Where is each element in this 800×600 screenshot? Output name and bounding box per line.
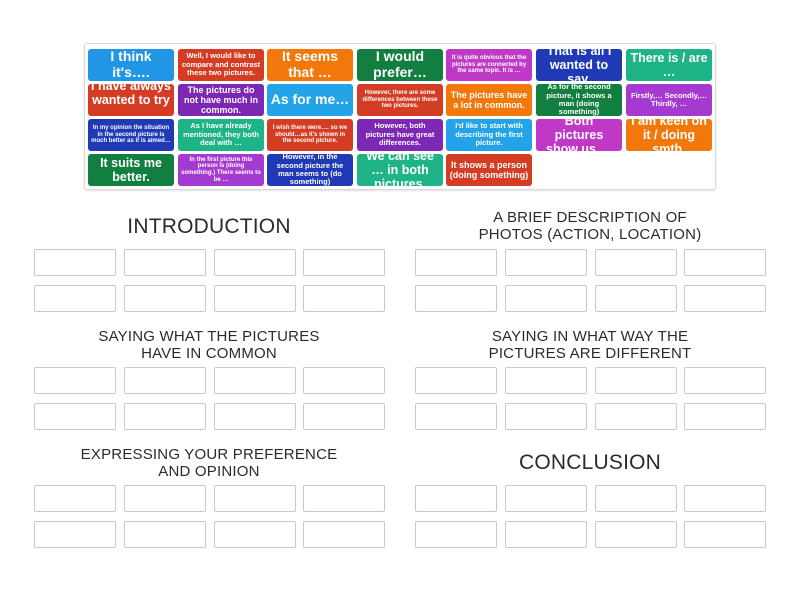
drop-slot[interactable] <box>505 285 587 312</box>
phrase-tile[interactable]: I have always wanted to try … <box>88 84 174 116</box>
phrase-tile[interactable]: However, both pictures have great differ… <box>357 119 443 151</box>
phrase-tile[interactable]: Firstly,… Secondly,… Thirdly, … <box>626 84 712 116</box>
drop-slot[interactable] <box>214 367 296 394</box>
group-heading: INTRODUCTION <box>127 215 291 238</box>
drop-slot[interactable] <box>303 249 385 276</box>
drop-slot[interactable] <box>505 403 587 430</box>
phrase-tile[interactable]: It is quite obvious that the pictures ar… <box>446 49 532 81</box>
phrase-tile[interactable]: As I have already mentioned, they both d… <box>178 119 264 151</box>
drop-slot[interactable] <box>505 367 587 394</box>
drop-slot[interactable] <box>595 249 677 276</box>
drop-slot[interactable] <box>124 285 206 312</box>
phrase-tile[interactable]: As for me… <box>267 84 353 116</box>
phrase-tile[interactable]: Both pictures show us … <box>536 119 622 151</box>
phrase-tile[interactable]: I am keen on it / doing smth. <box>626 119 712 151</box>
drop-slot[interactable] <box>303 285 385 312</box>
drop-slot[interactable] <box>34 367 116 394</box>
phrase-tile[interactable]: We can see … in both pictures. <box>357 154 443 186</box>
drop-slot[interactable] <box>415 367 497 394</box>
drop-slot[interactable] <box>303 521 385 548</box>
drop-slot[interactable] <box>303 403 385 430</box>
phrase-tile[interactable]: There is / are … <box>626 49 712 81</box>
drop-slot[interactable] <box>303 367 385 394</box>
drop-slot[interactable] <box>684 521 766 548</box>
phrase-tile[interactable]: In my opinion the situation in the secon… <box>88 119 174 151</box>
phrase-tile[interactable]: However, in the second picture the man s… <box>267 154 353 186</box>
drop-slot[interactable] <box>505 249 587 276</box>
drop-slot[interactable] <box>124 521 206 548</box>
drop-slot[interactable] <box>124 367 206 394</box>
drop-slot[interactable] <box>415 521 497 548</box>
group-heading: SAYING WHAT THE PICTURES HAVE IN COMMON <box>98 328 320 362</box>
phrase-tile[interactable]: The pictures do not have much in common. <box>178 84 264 116</box>
phrase-tile[interactable]: I think it's…. <box>88 49 174 81</box>
phrase-tile[interactable]: I wish there were…. so we should…as it's… <box>267 119 353 151</box>
drop-slot[interactable] <box>214 249 296 276</box>
group-heading: CONCLUSION <box>518 451 662 474</box>
drop-slot[interactable] <box>415 485 497 512</box>
drop-slot[interactable] <box>415 285 497 312</box>
phrase-tile[interactable]: As for the second picture, it shows a ma… <box>536 84 622 116</box>
drop-slot[interactable] <box>505 521 587 548</box>
phrase-tile[interactable]: However, there are some differences betw… <box>357 84 443 116</box>
drop-slot[interactable] <box>595 367 677 394</box>
drop-slot[interactable] <box>214 403 296 430</box>
drop-slot[interactable] <box>124 249 206 276</box>
phrase-tile[interactable]: That is all I wanted to say. <box>536 49 622 81</box>
drop-slot[interactable] <box>684 249 766 276</box>
phrase-tile[interactable]: It seems that … <box>267 49 353 81</box>
drop-slot[interactable] <box>214 485 296 512</box>
drop-slot[interactable] <box>505 485 587 512</box>
drop-slot[interactable] <box>684 403 766 430</box>
phrase-tile[interactable]: I would prefer… <box>357 49 443 81</box>
drop-slot[interactable] <box>303 485 385 512</box>
drop-slot[interactable] <box>684 485 766 512</box>
drop-slot[interactable] <box>34 285 116 312</box>
drop-slot[interactable] <box>684 367 766 394</box>
drop-slot[interactable] <box>34 403 116 430</box>
phrase-tile[interactable]: In the first picture this person is (doi… <box>178 154 264 186</box>
group-heading: A BRIEF DESCRIPTION OF PHOTOS (ACTION, L… <box>478 209 702 243</box>
drop-slot[interactable] <box>214 285 296 312</box>
drop-slot[interactable] <box>34 249 116 276</box>
drop-slot[interactable] <box>684 285 766 312</box>
drop-slot[interactable] <box>124 403 206 430</box>
drop-slot[interactable] <box>595 285 677 312</box>
drop-slot[interactable] <box>34 521 116 548</box>
phrase-tile[interactable]: The pictures have a lot in common. <box>446 84 532 116</box>
drop-slot[interactable] <box>415 403 497 430</box>
phrase-tile[interactable]: It shows a person (doing something) <box>446 154 532 186</box>
drop-slot[interactable] <box>595 403 677 430</box>
drop-slot[interactable] <box>595 485 677 512</box>
group-heading: EXPRESSING YOUR PREFERENCE AND OPINION <box>80 446 338 480</box>
word-bank: I think it's….Well, I would like to comp… <box>84 43 716 190</box>
phrase-tile[interactable]: I'd like to start with describing the fi… <box>446 119 532 151</box>
drop-slot[interactable] <box>214 521 296 548</box>
drop-slot[interactable] <box>595 521 677 548</box>
drop-slot[interactable] <box>124 485 206 512</box>
phrase-tile[interactable]: Well, I would like to compare and contra… <box>178 49 264 81</box>
drop-slot[interactable] <box>415 249 497 276</box>
drop-slot[interactable] <box>34 485 116 512</box>
group-heading: SAYING IN WHAT WAY THE PICTURES ARE DIFF… <box>488 328 692 362</box>
phrase-tile[interactable]: It suits me better. <box>88 154 174 186</box>
